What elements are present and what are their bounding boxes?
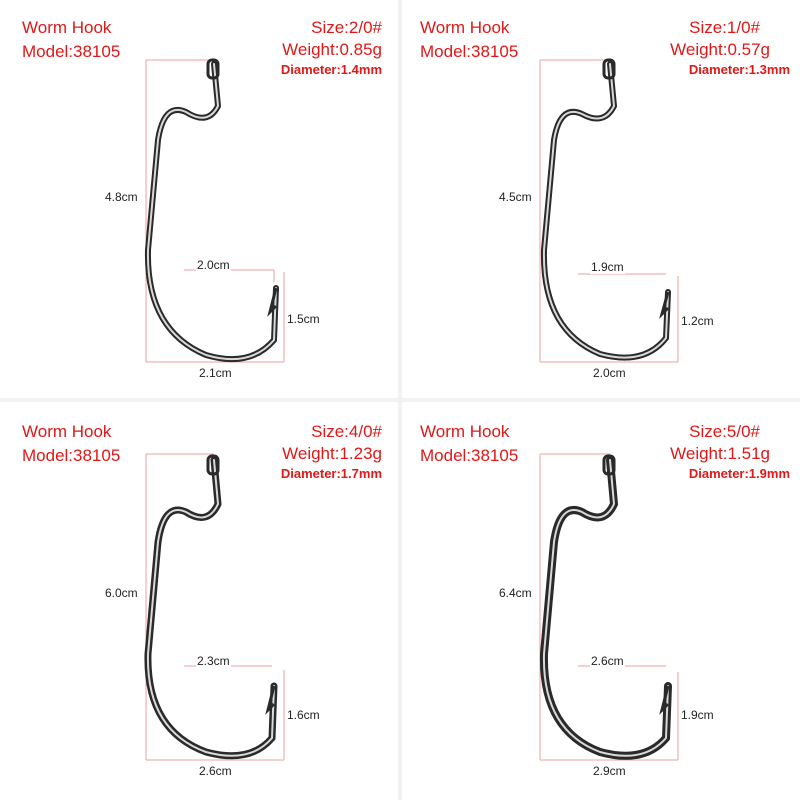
hook-drawing — [539, 453, 679, 761]
model-number: Model:38105 — [420, 42, 519, 61]
diameter-label: Diameter:1.4mm — [280, 62, 382, 77]
point-label: 1.6cm — [286, 708, 321, 722]
point-label: 1.2cm — [680, 314, 715, 328]
hook-panel-size-1-0: Worm Hook Model:38105 Size:1/0# Weight:0… — [404, 0, 800, 396]
weight-label: Weight:0.57g — [670, 40, 770, 59]
hook-drawing — [539, 58, 679, 363]
diameter-label: Diameter:1.7mm — [280, 466, 382, 481]
product-title: Worm Hook — [420, 422, 510, 441]
point-label: 1.9cm — [680, 708, 715, 722]
size-label: Size:1/0# — [689, 18, 760, 37]
horizontal-divider — [0, 398, 800, 402]
diameter-label: Diameter:1.9mm — [688, 466, 790, 481]
size-label: Size:2/0# — [311, 18, 382, 37]
product-title: Worm Hook — [22, 18, 112, 37]
gap-label: 2.3cm — [196, 654, 231, 668]
product-title: Worm Hook — [22, 422, 112, 441]
width-label: 2.9cm — [592, 764, 627, 778]
product-title: Worm Hook — [420, 18, 510, 37]
length-label: 6.0cm — [104, 586, 139, 600]
length-label: 6.4cm — [498, 586, 533, 600]
length-label: 4.8cm — [104, 190, 139, 204]
weight-label: Weight:0.85g — [282, 40, 382, 59]
model-number: Model:38105 — [22, 42, 121, 61]
size-label: Size:5/0# — [689, 422, 760, 441]
gap-label: 2.0cm — [196, 258, 231, 272]
width-label: 2.6cm — [198, 764, 233, 778]
width-label: 2.1cm — [198, 366, 233, 380]
hook-panel-size-5-0: Worm Hook Model:38105 Size:5/0# Weight:1… — [404, 404, 800, 800]
model-number: Model:38105 — [420, 446, 519, 465]
point-label: 1.5cm — [286, 312, 321, 326]
dimension-lines — [539, 59, 679, 363]
hook-panel-size-2-0: Worm Hook Model:38105 Size:2/0# Weight:0… — [0, 0, 396, 396]
diameter-label: Diameter:1.3mm — [688, 62, 790, 77]
size-label: Size:4/0# — [311, 422, 382, 441]
dimension-lines — [539, 453, 679, 761]
gap-label: 2.6cm — [590, 654, 625, 668]
weight-label: Weight:1.23g — [282, 444, 382, 463]
weight-label: Weight:1.51g — [670, 444, 770, 463]
gap-label: 1.9cm — [590, 260, 625, 274]
width-label: 2.0cm — [592, 366, 627, 380]
model-number: Model:38105 — [22, 446, 121, 465]
hook-panel-size-4-0: Worm Hook Model:38105 Size:4/0# Weight:1… — [0, 404, 396, 800]
length-label: 4.5cm — [498, 190, 533, 204]
